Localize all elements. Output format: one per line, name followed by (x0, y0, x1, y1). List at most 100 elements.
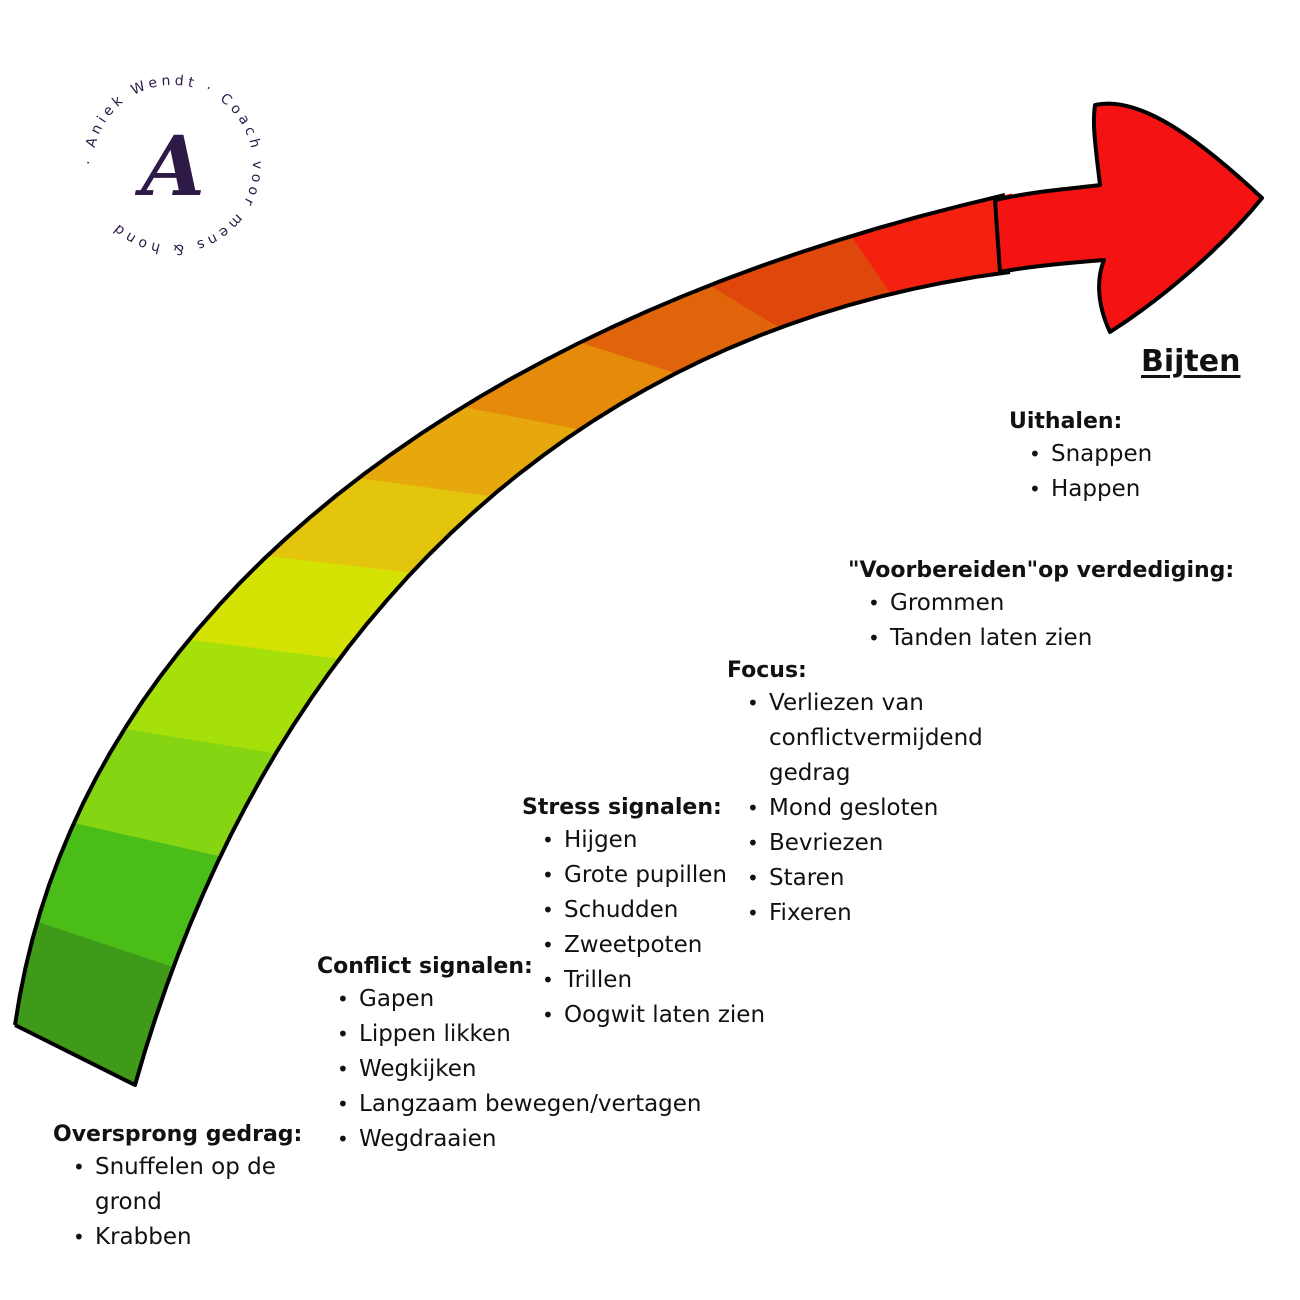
bullet-icon: • (542, 863, 554, 887)
end-label: Bijten (1141, 344, 1241, 379)
bullet-icon: • (542, 1003, 554, 1027)
list-item: • Staren (727, 861, 983, 896)
list-item: • Trillen (522, 963, 765, 998)
arrow-segment (358, 403, 584, 497)
bullet-icon: • (337, 987, 349, 1011)
bullet-icon: • (337, 1022, 349, 1046)
list-item: • Krabben (53, 1220, 302, 1255)
list-item: • Happen (1009, 472, 1152, 507)
list-item: • Bevriezen (727, 826, 983, 861)
list-item: • Grote pupillen (522, 858, 765, 893)
bullet-icon: • (73, 1155, 85, 1179)
list-item-text: Zweetpoten (564, 932, 703, 958)
list-item-text: Gapen (359, 986, 435, 1012)
bullet-icon: • (542, 828, 554, 852)
list-item: • Snuffelen op de (53, 1150, 302, 1185)
list-item: • Grommen (848, 586, 1234, 621)
list-item-text: Lippen likken (359, 1021, 511, 1047)
arrow-segment (267, 474, 496, 573)
list-item-text: Snappen (1051, 441, 1153, 467)
bullet-icon: • (1029, 442, 1041, 466)
list-item-text: Grote pupillen (564, 862, 727, 888)
group-oversprong-gedrag: Oversprong gedrag: • Snuffelen op de grond… (53, 1120, 302, 1255)
list-item-text: Schudden (564, 897, 679, 923)
list-item: • Hijgen (522, 823, 765, 858)
list-item-text: Langzaam bewegen/vertagen (359, 1091, 702, 1117)
list-item: • Gapen (317, 982, 702, 1017)
bullet-icon: • (868, 591, 880, 615)
list-item-text: Krabben (95, 1224, 192, 1250)
logo-monogram: A (134, 119, 205, 215)
bullet-icon: • (542, 933, 554, 957)
list-item: gedrag (727, 756, 983, 791)
list-item: • Lippen likken (317, 1017, 702, 1052)
list-item: • Wegdraaien (317, 1122, 702, 1157)
bullet-icon: • (337, 1057, 349, 1081)
list-item: conflictvermijdend (727, 721, 983, 756)
list-item-text: grond (95, 1189, 162, 1215)
arrow-head (993, 101, 1264, 334)
group-list: • Hijgen • Grote pupillen • Schudden • Zweetpot… (522, 823, 765, 1033)
group-list: • Verliezen van conflictvermijdend gedrag • M… (727, 686, 983, 931)
bullet-icon: • (542, 968, 554, 992)
group-list: • Gapen • Lippen likken • Wegkijken • Langzaam … (317, 982, 702, 1157)
list-item-text: Hijgen (564, 827, 638, 853)
group-list: • Snuffelen op de grond • Krabben (53, 1150, 302, 1255)
arrow-segment (37, 818, 223, 968)
list-item-text: Grommen (890, 590, 1005, 616)
group-title: Conflict signalen: (317, 954, 533, 979)
bullet-icon: • (337, 1092, 349, 1116)
list-item-text: Happen (1051, 476, 1141, 502)
bullet-icon: • (747, 831, 759, 855)
list-item-text: Wegdraaien (359, 1126, 497, 1152)
bullet-icon: • (1029, 477, 1041, 501)
arrow-segment (73, 724, 279, 857)
list-item: • Zweetpoten (522, 928, 765, 963)
list-item-text: Fixeren (769, 900, 852, 926)
arrow-segment (580, 283, 785, 374)
group-title: Oversprong gedrag: (53, 1122, 303, 1147)
list-item-text: Tanden laten zien (890, 625, 1093, 651)
arrow-segment (462, 339, 681, 430)
list-item-text: Verliezen van (769, 690, 924, 716)
list-item-text: conflictvermijdend (769, 725, 983, 751)
group-title: "Voorbereiden"op verdediging: (848, 558, 1235, 583)
group-title: Stress signalen: (522, 795, 722, 820)
brand-logo: · Aniek Wendt · Coach voor mens & hond A (78, 70, 268, 260)
group-title: Focus: (727, 658, 807, 683)
list-item-text: Staren (769, 865, 845, 891)
list-item-text: Wegkijken (359, 1056, 477, 1082)
group-focus: Focus: • Verliezen van conflictvermijdend g… (727, 656, 983, 931)
group-uithalen: Uithalen: • Snappen • Happen (1009, 407, 1152, 507)
list-item-text: gedrag (769, 760, 851, 786)
list-item: • Tanden laten zien (848, 621, 1234, 656)
list-item: grond (53, 1185, 302, 1220)
bullet-icon: • (747, 866, 759, 890)
list-item-text: Mond gesloten (769, 795, 939, 821)
list-item: • Schudden (522, 893, 765, 928)
group-conflict-signalen: Conflict signalen: •Gapen•Lippen likken•… (317, 952, 702, 1157)
arrow-outline (13, 193, 1011, 1087)
bullet-icon: • (747, 691, 759, 715)
arrow-segment (851, 193, 1016, 294)
bullet-icon: • (868, 626, 880, 650)
group-stress-signalen: Stress signalen: •Hijgen•Grote pupillen•… (522, 793, 765, 1033)
group-list: • Snappen • Happen (1009, 437, 1152, 507)
bullet-icon: • (337, 1127, 349, 1151)
group-list: • Grommen • Tanden laten zien (848, 586, 1234, 656)
bullet-icon: • (73, 1225, 85, 1249)
list-item: • Langzaam bewegen/vertagen (317, 1087, 702, 1122)
list-item: • Verliezen van (727, 686, 983, 721)
list-item: • Fixeren (727, 896, 983, 931)
group-voorbereiden: "Voorbereiden"op verdediging: • Grommen • T… (848, 556, 1234, 656)
list-item-text: Bevriezen (769, 830, 884, 856)
bullet-icon: • (747, 901, 759, 925)
list-item: •Oogwit laten zien (522, 998, 765, 1033)
list-item-text: Snuffelen op de (95, 1154, 276, 1180)
group-title: Uithalen: (1009, 409, 1123, 434)
list-item: • Snappen (1009, 437, 1152, 472)
list-item-text: Trillen (564, 967, 633, 993)
bullet-icon: • (542, 898, 554, 922)
arrow-segment (124, 635, 343, 754)
